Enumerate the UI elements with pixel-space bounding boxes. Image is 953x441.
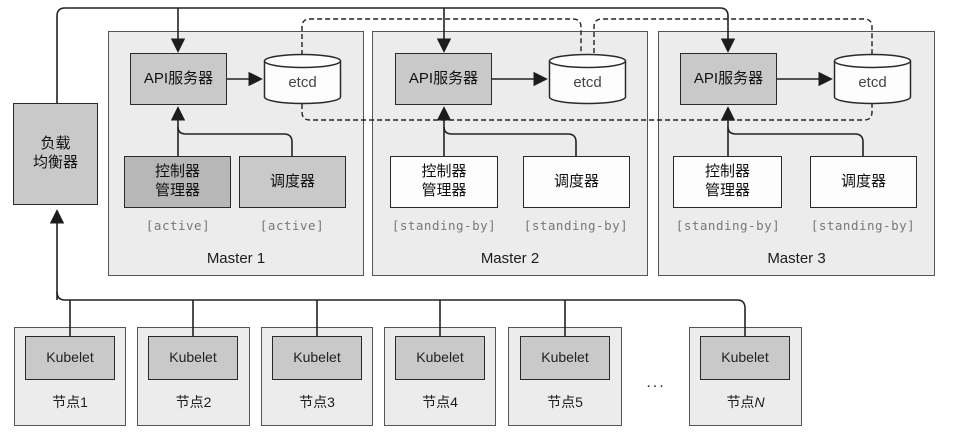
api-server-label: API服务器 bbox=[408, 69, 479, 87]
load-balancer-label-line2: 均衡器 bbox=[32, 154, 78, 171]
api-server-box-master1: API服务器 bbox=[130, 53, 227, 105]
controller-manager-box-master1: 控制器 管理器 bbox=[124, 156, 231, 208]
controller-manager-label-line2: 管理器 bbox=[154, 182, 200, 199]
controller-status-master1: [active] bbox=[145, 218, 211, 233]
kubelet-box-node5: Kubelet bbox=[520, 336, 610, 380]
node-n-label: 节点N bbox=[726, 394, 765, 410]
kubelet-box-node4: Kubelet bbox=[395, 336, 485, 380]
kubelet-box-node2: Kubelet bbox=[148, 336, 238, 380]
node-3-label: 节点3 bbox=[299, 394, 335, 410]
api-server-box-master2: API服务器 bbox=[395, 53, 492, 105]
node-5-label: 节点5 bbox=[547, 394, 583, 410]
controller-manager-box-master2: 控制器 管理器 bbox=[390, 156, 498, 208]
api-server-box-master3: API服务器 bbox=[680, 53, 777, 105]
load-balancer-box: 负载 均衡器 bbox=[13, 103, 98, 205]
master-1-title: Master 1 bbox=[206, 250, 266, 267]
etcd-cylinder-master2: etcd bbox=[548, 53, 627, 105]
controller-status-master2: [standing-by] bbox=[391, 218, 497, 233]
scheduler-status-master2: [standing-by] bbox=[523, 218, 629, 233]
controller-manager-label-line2: 管理器 bbox=[704, 182, 750, 199]
node-1-label: 节点1 bbox=[52, 394, 88, 410]
more-nodes-ellipsis: ... bbox=[646, 374, 666, 391]
controller-status-master3: [standing-by] bbox=[675, 218, 781, 233]
scheduler-status-master1: [active] bbox=[259, 218, 325, 233]
etcd-label: etcd bbox=[858, 73, 887, 91]
api-server-label: API服务器 bbox=[693, 69, 764, 87]
etcd-cylinder-master3: etcd bbox=[833, 53, 912, 105]
scheduler-label: 调度器 bbox=[840, 172, 886, 190]
etcd-label: etcd bbox=[288, 73, 317, 91]
node-4-label: 节点4 bbox=[422, 394, 458, 410]
node-label-italic: N bbox=[754, 394, 765, 410]
scheduler-label: 调度器 bbox=[553, 172, 599, 190]
kubelet-box-noden: Kubelet bbox=[700, 336, 790, 380]
controller-manager-label-line2: 管理器 bbox=[421, 182, 467, 199]
kubelet-box-node1: Kubelet bbox=[25, 336, 115, 380]
api-server-label: API服务器 bbox=[143, 69, 214, 87]
etcd-cylinder-master1: etcd bbox=[263, 53, 342, 105]
node-2-label: 节点2 bbox=[175, 394, 212, 410]
load-balancer-label-line1: 负载 bbox=[40, 135, 71, 153]
controller-manager-label-line1: 控制器 bbox=[421, 163, 467, 181]
etcd-label: etcd bbox=[573, 73, 602, 91]
controller-manager-box-master3: 控制器 管理器 bbox=[673, 156, 782, 208]
controller-manager-label-line1: 控制器 bbox=[154, 163, 200, 181]
scheduler-status-master3: [standing-by] bbox=[810, 218, 916, 233]
scheduler-box-master3: 调度器 bbox=[810, 156, 917, 208]
kubelet-box-node3: Kubelet bbox=[272, 336, 362, 380]
etcd-cylinder-shape bbox=[833, 53, 912, 105]
controller-manager-label-line1: 控制器 bbox=[704, 163, 750, 181]
master-3-title: Master 3 bbox=[767, 250, 826, 267]
scheduler-label: 调度器 bbox=[269, 172, 315, 190]
scheduler-box-master1: 调度器 bbox=[239, 156, 346, 208]
master-2-title: Master 2 bbox=[480, 250, 540, 267]
scheduler-box-master2: 调度器 bbox=[523, 156, 630, 208]
